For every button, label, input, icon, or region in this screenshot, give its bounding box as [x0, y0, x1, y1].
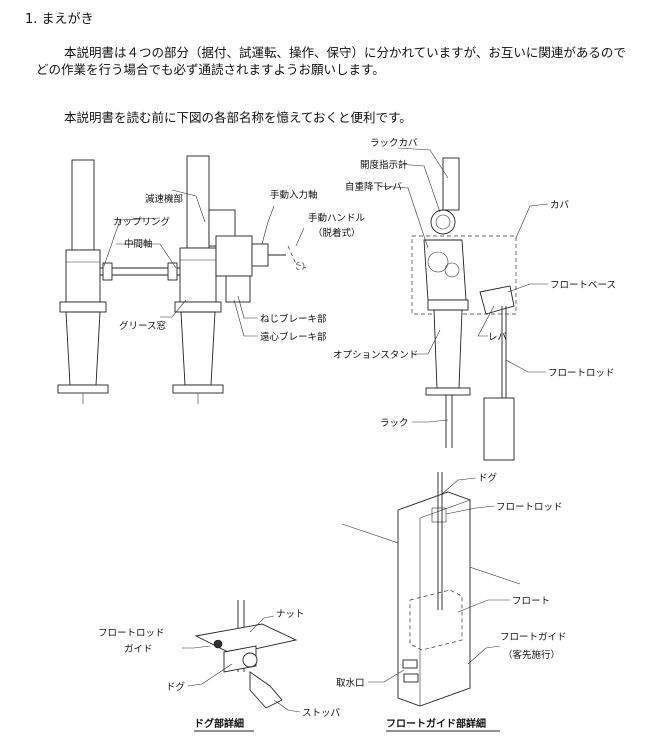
- right-assembly-drawing: [379, 147, 549, 461]
- label-float-rod-guide: フロートロッド: [496, 502, 563, 513]
- caption-dog-detail: ドグ部詳細: [194, 717, 244, 730]
- label-cover: カバ: [550, 200, 570, 211]
- label-rack: ラック: [380, 418, 409, 429]
- caption-float-guide-detail: フロートガイド部詳細: [386, 717, 486, 730]
- label-float-base: フロートベース: [550, 280, 616, 291]
- dog-detail-drawing: [182, 600, 301, 713]
- label-dog-float-guide: ドグ: [478, 472, 498, 484]
- label-manual-input-shaft: 手動入力軸: [270, 189, 318, 201]
- label-manual-handle: 手動ハンドル: [308, 212, 366, 224]
- label-float-rod-guide-line2: ガイド: [124, 644, 153, 655]
- label-screw-brake: ねじブレーキ部: [260, 313, 327, 325]
- label-opening-indicator: 開度指示計: [360, 159, 408, 171]
- intro-paragraph: 本説明書は４つの部分（据付、試運転、操作、保守）に分かれていますが、お互いに関連…: [36, 45, 626, 77]
- label-lever: レバ: [488, 332, 508, 343]
- label-coupling: カップリング: [113, 216, 171, 228]
- label-float-guide-note: （客先施行）: [503, 649, 560, 661]
- label-stopper: ストッパ: [302, 708, 341, 719]
- label-water-intake: 取水口: [336, 677, 365, 689]
- left-assembly-drawing: [57, 155, 307, 404]
- label-self-weight-lowering-lever: 自重降下レバ: [345, 181, 403, 193]
- label-float-rod-right: フロートロッド: [548, 368, 615, 379]
- label-dog-detail: ドグ: [166, 681, 186, 693]
- label-float-rod-guide-line1: フロートロッド: [98, 628, 165, 639]
- label-float: フロート: [512, 596, 550, 607]
- instruction-paragraph: 本説明書を読む前に下図の各部名称を憶えておくと便利です。: [64, 110, 412, 125]
- float-guide-detail-drawing: [341, 472, 521, 707]
- label-manual-handle-note: （脱着式）: [313, 227, 361, 239]
- label-nut: ナット: [276, 609, 305, 620]
- label-gearbox: 減速機部: [145, 193, 183, 205]
- label-float-guide: フロートガイド: [500, 632, 567, 643]
- label-rack-cover: ラックカバ: [370, 138, 418, 149]
- label-centrifugal-brake: 遠心ブレーキ部: [260, 331, 327, 343]
- label-intermediate-shaft: 中間軸: [124, 238, 153, 250]
- label-grease-window: グリース窓: [119, 320, 166, 332]
- label-option-stand: オプションスタンド: [333, 350, 418, 361]
- section-heading: 1. まえがき: [25, 12, 94, 27]
